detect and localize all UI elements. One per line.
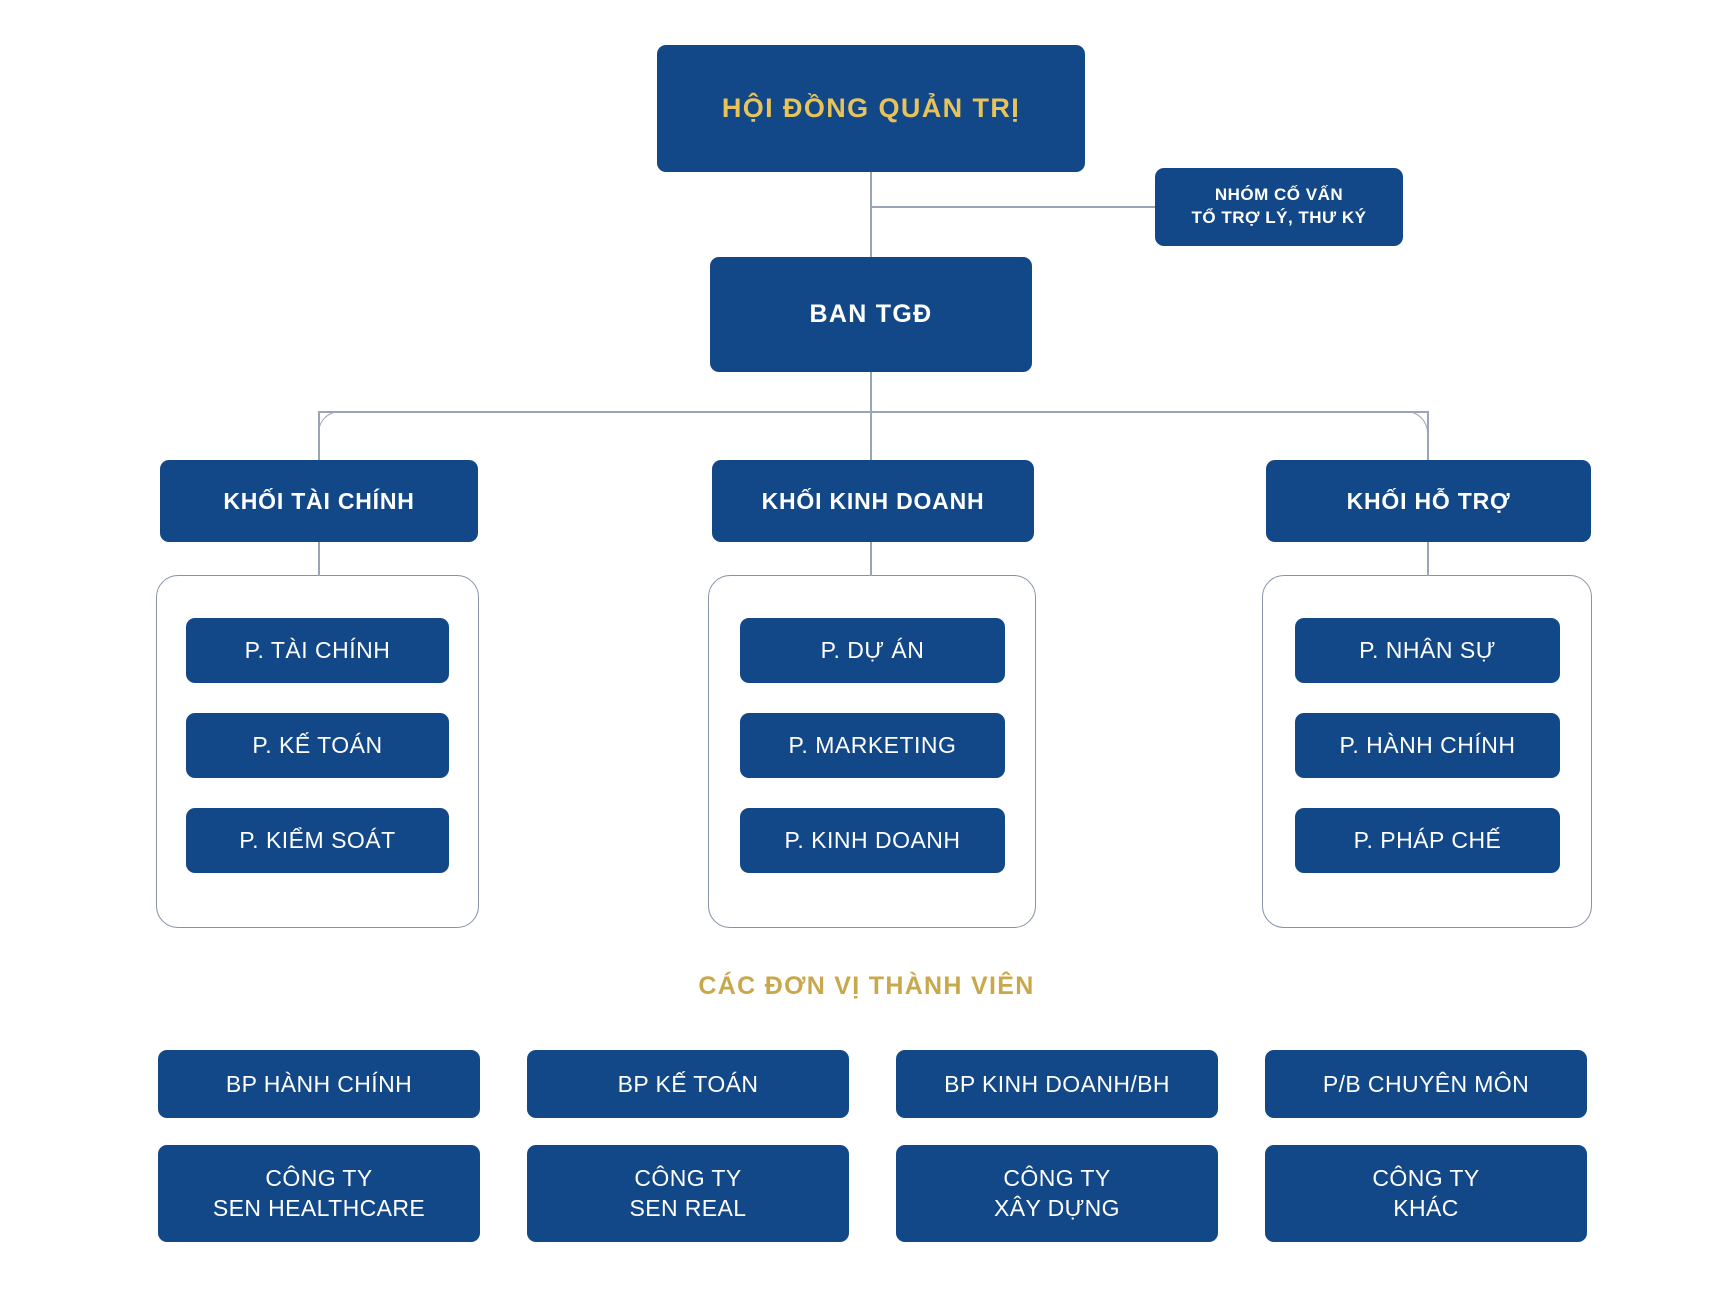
company-line-2: SEN REAL [629, 1194, 747, 1221]
company-line-1: CÔNG TY [1372, 1164, 1480, 1191]
company-line-2: SEN HEALTHCARE [212, 1194, 426, 1221]
division-header-finance[interactable]: KHỐI TÀI CHÍNH [160, 460, 478, 542]
connector-executive-down [870, 372, 872, 412]
connector-drop-division-0 [318, 411, 320, 461]
member-unit-node[interactable]: BP HÀNH CHÍNH [158, 1050, 480, 1118]
company-line-2: KHÁC [1393, 1194, 1459, 1221]
division-header-business[interactable]: KHỐI KINH DOANH [712, 460, 1034, 542]
connector-division-0-to-group [318, 542, 320, 576]
executive-board-node[interactable]: BAN TGĐ [710, 257, 1032, 372]
company-line-2: XÂY DỰNG [994, 1194, 1120, 1221]
advisor-line-2: TỔ TRỢ LÝ, THƯ KÝ [1191, 208, 1367, 227]
connector-division-2-to-group [1427, 542, 1429, 576]
member-units-heading: CÁC ĐƠN VỊ THÀNH VIÊN [698, 972, 1035, 1000]
connector-drop-division-1 [870, 411, 872, 461]
company-line-1: CÔNG TY [634, 1164, 742, 1191]
connector-division-bus [318, 411, 1428, 413]
connector-drop-division-2 [1427, 411, 1429, 461]
department-node[interactable]: P. PHÁP CHẾ [1295, 808, 1560, 873]
member-unit-node[interactable]: BP KẾ TOÁN [527, 1050, 849, 1118]
department-node[interactable]: P. KIỂM SOÁT [186, 808, 449, 873]
board-of-directors-node[interactable]: HỘI ĐỒNG QUẢN TRỊ [657, 45, 1085, 172]
connector-board-to-advisor [870, 206, 1156, 208]
member-company-node[interactable]: CÔNG TY KHÁC [1265, 1145, 1587, 1242]
member-unit-node[interactable]: P/B CHUYÊN MÔN [1265, 1050, 1587, 1118]
department-node[interactable]: P. NHÂN SỰ [1295, 618, 1560, 683]
member-company-node[interactable]: CÔNG TY SEN HEALTHCARE [158, 1145, 480, 1242]
department-node[interactable]: P. DỰ ÁN [740, 618, 1005, 683]
connector-corner-right [1406, 411, 1428, 433]
member-unit-node[interactable]: BP KINH DOANH/BH [896, 1050, 1218, 1118]
advisor-line-1: NHÓM CỐ VẤN [1214, 185, 1344, 205]
department-node[interactable]: P. KẾ TOÁN [186, 713, 449, 778]
company-line-1: CÔNG TY [265, 1164, 373, 1191]
connector-division-1-to-group [870, 542, 872, 576]
division-header-support[interactable]: KHỐI HỖ TRỢ [1266, 460, 1591, 542]
department-node[interactable]: P. HÀNH CHÍNH [1295, 713, 1560, 778]
department-node[interactable]: P. KINH DOANH [740, 808, 1005, 873]
advisor-group-node[interactable]: NHÓM CỐ VẤN TỔ TRỢ LÝ, THƯ KÝ [1155, 168, 1403, 246]
connector-board-to-executive [870, 172, 872, 257]
member-company-node[interactable]: CÔNG TY SEN REAL [527, 1145, 849, 1242]
department-node[interactable]: P. MARKETING [740, 713, 1005, 778]
company-line-1: CÔNG TY [1003, 1164, 1111, 1191]
connector-corner-left [318, 411, 340, 433]
department-node[interactable]: P. TÀI CHÍNH [186, 618, 449, 683]
member-company-node[interactable]: CÔNG TY XÂY DỰNG [896, 1145, 1218, 1242]
